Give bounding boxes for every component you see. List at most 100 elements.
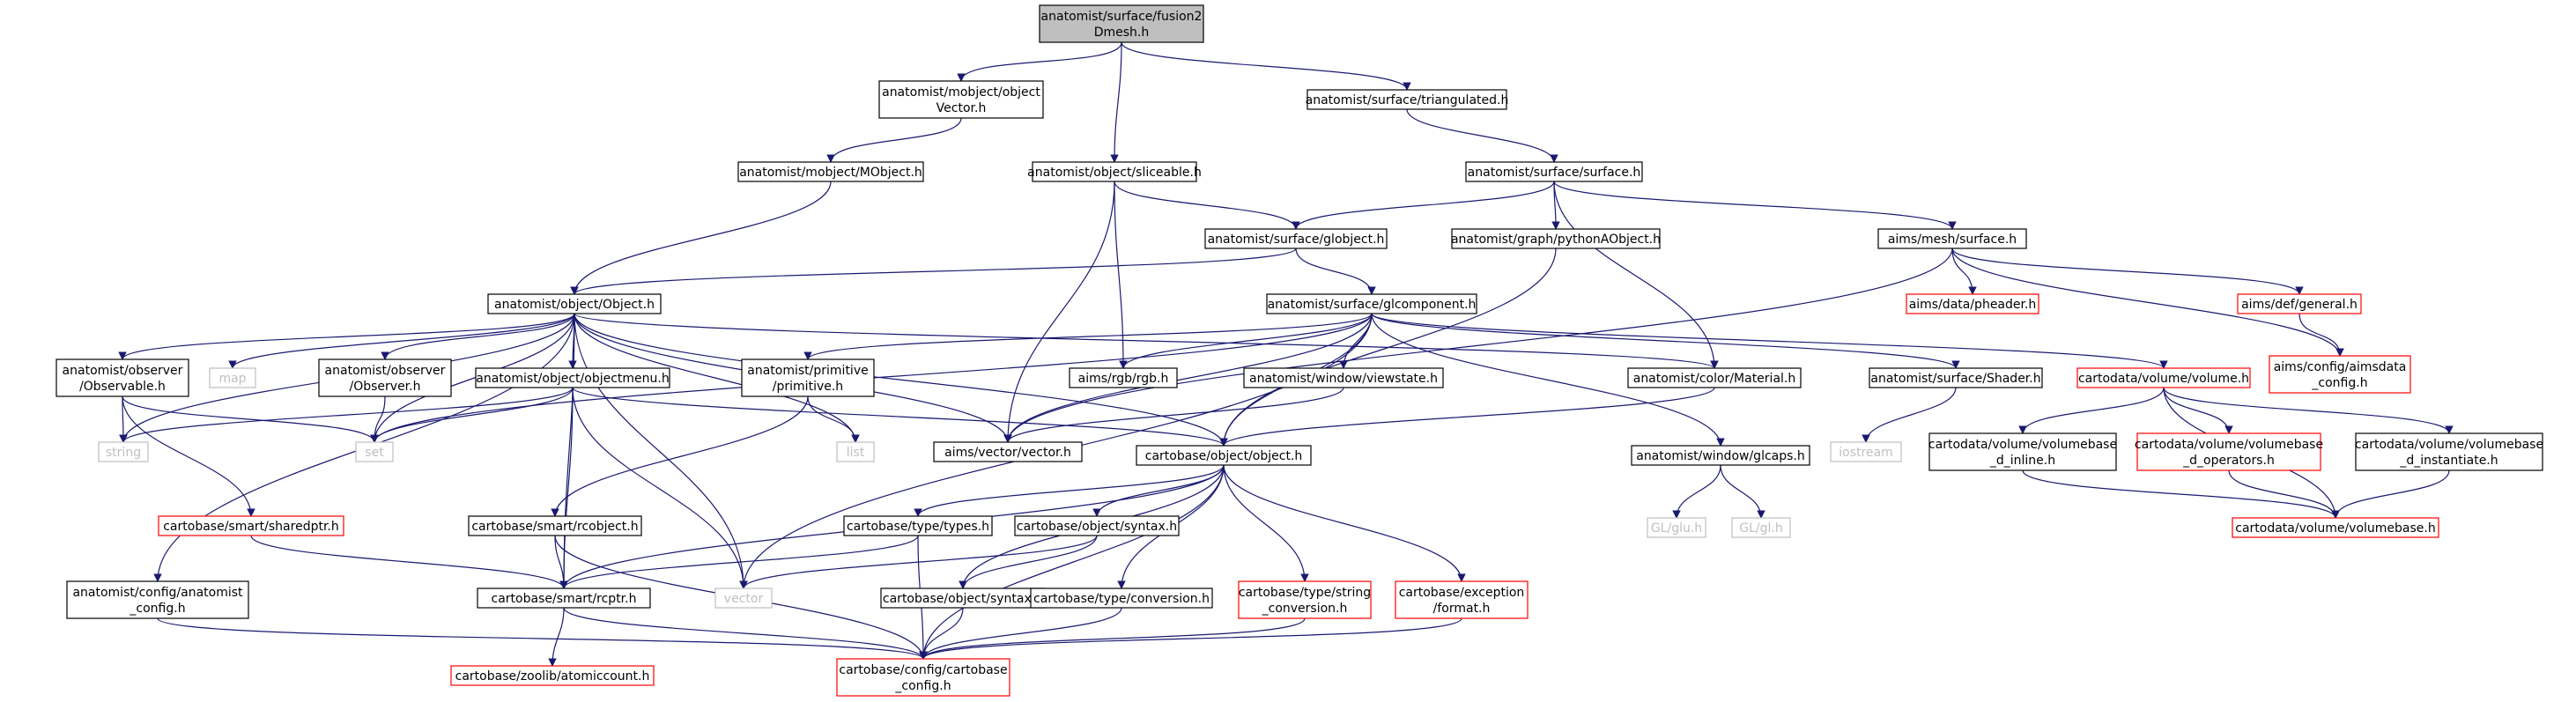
node-label-observable-line-0: anatomist/observer: [63, 364, 183, 378]
node-observer[interactable]: anatomist/observer/Observer.h: [318, 358, 452, 397]
node-label-vbinline-line-1: _d_inline.h: [1989, 454, 2055, 468]
node-box-mobject: [737, 161, 924, 182]
node-pythonaobject[interactable]: anatomist/graph/pythonAObject.h: [1451, 228, 1661, 249]
node-box-gl: [1731, 517, 1791, 538]
node-glcaps[interactable]: anatomist/window/glcaps.h: [1631, 445, 1810, 466]
node-syntaxobj[interactable]: cartobase/object/syntax.h: [1014, 515, 1180, 536]
edges-layer: [118, 41, 2454, 667]
node-aimssurface[interactable]: aims/mesh/surface.h: [1877, 228, 2027, 249]
node-format[interactable]: cartobase/exception/format.h: [1395, 580, 1529, 619]
node-box-cbobject: [1136, 445, 1312, 466]
node-label-mobjectvector-line-1: Vector.h: [936, 101, 987, 115]
node-box-format: [1395, 580, 1529, 619]
edge-volume-to-vbinstantiate: [2163, 387, 2454, 434]
node-cbconfig[interactable]: cartobase/config/cartobase_config.h: [836, 658, 1010, 697]
node-primitive[interactable]: anatomist/primitive/primitive.h: [741, 358, 875, 397]
node-vbinline[interactable]: cartodata/volume/volumebase_d_inline.h: [1928, 432, 2117, 471]
node-surface[interactable]: anatomist/surface/surface.h: [1465, 161, 1643, 182]
node-box-shader: [1869, 367, 2043, 388]
node-label-surface-line-0: anatomist/surface/surface.h: [1468, 166, 1641, 180]
node-label-aimsvector-line-0: aims/vector/vector.h: [944, 446, 1071, 460]
edge-glcomponent-to-volume: [1371, 313, 2168, 369]
node-box-glcomponent: [1266, 293, 1477, 314]
edge-syntaxobj-to-syntaxtyp: [959, 535, 1098, 589]
node-observable[interactable]: anatomist/observer/Observable.h: [56, 358, 189, 397]
node-sliceable[interactable]: anatomist/object/sliceable.h: [1027, 161, 1202, 182]
node-volumebase[interactable]: cartodata/volume/volumebase.h: [2232, 517, 2439, 538]
edge-surface-to-aimssurface: [1553, 181, 1957, 230]
node-label-observable-line-1: /Observable.h: [79, 380, 166, 394]
node-mobject[interactable]: anatomist/mobject/MObject.h: [737, 161, 924, 182]
node-label-cbobject-line-0: cartobase/object/object.h: [1145, 449, 1303, 463]
node-box-general: [2237, 293, 2362, 314]
node-label-shader-line-0: anatomist/surface/Shader.h: [1870, 372, 2040, 386]
node-label-cbconfig-line-1: _config.h: [894, 679, 951, 693]
edge-observable-to-set: [122, 395, 379, 443]
node-objectmenu[interactable]: anatomist/object/objectmenu.h: [475, 367, 670, 388]
edge-vboperators-to-volumebase: [2228, 469, 2340, 519]
node-label-list-line-0: list: [847, 446, 865, 460]
edge-observable-to-sharedptr: [122, 395, 255, 517]
node-box-aimssurface: [1877, 228, 2027, 249]
edge-object-to-observable: [118, 313, 575, 360]
node-aimsdataconfig[interactable]: aims/config/aimsdata_config.h: [2269, 355, 2411, 394]
node-box-iostream: [1830, 441, 1902, 462]
edge-conversion-to-cbconfig: [919, 607, 1122, 660]
node-viewstate[interactable]: anatomist/window/viewstate.h: [1243, 367, 1444, 388]
edge-root-to-sliceable: [1110, 41, 1122, 163]
node-volume[interactable]: cartodata/volume/volume.h: [2076, 367, 2251, 388]
node-rgb[interactable]: aims/rgb/rgb.h: [1069, 367, 1178, 388]
node-label-rcobject-line-0: cartobase/smart/rcobject.h: [471, 520, 638, 534]
node-types[interactable]: cartobase/type/types.h: [843, 515, 993, 536]
edge-aimssurface-to-pheader: [1951, 248, 1977, 295]
edge-sharedptr-to-rcptr: [250, 535, 568, 589]
node-vboperators[interactable]: cartodata/volume/volumebase_d_operators.…: [2135, 432, 2323, 471]
node-globject[interactable]: anatomist/surface/globject.h: [1204, 228, 1388, 249]
node-box-vbinstantiate: [2355, 432, 2543, 471]
node-triangulated[interactable]: anatomist/surface/triangulated.h: [1306, 89, 1509, 110]
node-label-root-line-1: Dmesh.h: [1094, 26, 1150, 40]
node-object[interactable]: anatomist/object/Object.h: [487, 293, 662, 314]
node-rcobject[interactable]: cartobase/smart/rcobject.h: [468, 515, 642, 536]
node-vbinstantiate[interactable]: cartodata/volume/volumebase_d_instantiat…: [2355, 432, 2543, 471]
node-aimsvector[interactable]: aims/vector/vector.h: [933, 441, 1083, 462]
node-sharedptr[interactable]: cartobase/smart/sharedptr.h: [158, 515, 344, 536]
edge-cbobject-to-syntaxobj: [1092, 464, 1225, 517]
edge-objectmenu-to-string: [119, 387, 574, 443]
edge-glcomponent-to-glcaps: [1371, 313, 1725, 447]
node-anaconfig[interactable]: anatomist/config/anatomist_config.h: [66, 580, 249, 619]
node-label-anaconfig-line-0: anatomist/config/anatomist: [72, 586, 243, 600]
node-box-rgb: [1069, 367, 1178, 388]
node-label-sliceable-line-0: anatomist/object/sliceable.h: [1027, 166, 1202, 180]
node-general[interactable]: aims/def/general.h: [2237, 293, 2362, 314]
node-label-aimsdataconfig-line-0: aims/config/aimsdata: [2274, 360, 2407, 374]
edge-globject-to-glcomponent: [1295, 248, 1376, 295]
node-box-material: [1627, 367, 1802, 388]
node-box-globject: [1204, 228, 1388, 249]
node-box-glcaps: [1631, 445, 1810, 466]
edge-format-to-cbconfig: [919, 617, 1462, 660]
edge-object-to-set: [370, 313, 575, 443]
edge-objectmenu-to-rcptr: [559, 387, 574, 589]
node-stringconv[interactable]: cartobase/type/string_conversion.h: [1238, 580, 1372, 619]
node-box-vboperators: [2136, 432, 2321, 471]
node-string: string: [98, 441, 149, 462]
edge-object-to-cbobject: [574, 313, 1228, 447]
node-conversion[interactable]: cartobase/type/conversion.h: [1030, 587, 1213, 609]
edge-primitive-to-rcobject: [551, 395, 809, 517]
node-box-vbinline: [1928, 432, 2117, 471]
node-cbobject[interactable]: cartobase/object/object.h: [1136, 445, 1312, 466]
edge-sliceable-to-globject: [1114, 181, 1300, 230]
node-label-gl-line-0: GL/gl.h: [1739, 521, 1782, 536]
node-glcomponent[interactable]: anatomist/surface/glcomponent.h: [1266, 293, 1477, 314]
node-rcptr[interactable]: cartobase/smart/rcptr.h: [477, 587, 651, 609]
node-shader[interactable]: anatomist/surface/Shader.h: [1869, 367, 2043, 388]
node-atomiccount[interactable]: cartobase/zoolib/atomiccount.h: [450, 665, 655, 686]
node-syntaxtyp[interactable]: cartobase/object/syntax.h: [880, 587, 1046, 609]
node-label-sharedptr-line-0: cartobase/smart/sharedptr.h: [163, 520, 339, 534]
node-box-pythonaobject: [1451, 228, 1661, 249]
node-material[interactable]: anatomist/color/Material.h: [1627, 367, 1802, 388]
node-pheader[interactable]: aims/data/pheader.h: [1906, 293, 2039, 314]
